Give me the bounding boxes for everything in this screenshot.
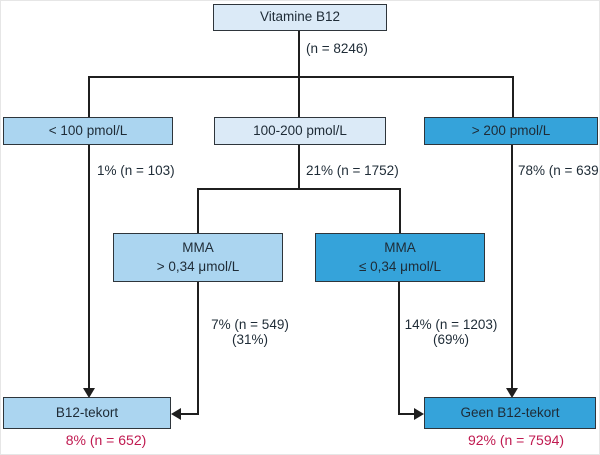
node-mma-high: MMA > 0,34 μmol/L: [113, 233, 283, 282]
arrowhead-into-no-deficiency-top-icon: [506, 388, 518, 398]
connector-drop-mid: [298, 76, 300, 118]
node-gt200-label: > 200 pmol/L: [471, 122, 551, 138]
node-b12-tekort-label: B12-tekort: [55, 404, 119, 420]
node-100-200-label: 100-200 pmol/L: [253, 122, 347, 138]
arrowhead-into-no-deficiency-left-icon: [414, 408, 424, 420]
node-vitamine-b12: Vitamine B12: [213, 4, 387, 31]
label-mma-low-stat-line1: 14% (n = 1203): [404, 317, 498, 332]
connector-mma-low-down: [398, 281, 400, 415]
node-geen-b12-tekort-label: Geen B12-tekort: [460, 404, 560, 420]
label-lt100-stat: 1% (n = 103): [97, 163, 175, 178]
connector-mma-high-elbow: [180, 413, 199, 415]
label-mma-high-stat: 7% (n = 549) (31%): [190, 317, 310, 347]
connector-gt200-to-no-deficiency: [511, 144, 513, 389]
connector-drop-lt100: [88, 76, 90, 118]
node-geen-b12-tekort: Geen B12-tekort: [424, 397, 596, 429]
node-lt100-label: < 100 pmol/L: [48, 122, 128, 138]
connector-mma-low-elbow: [399, 413, 415, 415]
connector-mid-down: [298, 144, 300, 190]
connector-mma-split-horizontal: [197, 188, 401, 190]
connector-mma-high-down: [197, 281, 199, 415]
label-root-count: (n = 8246): [306, 41, 368, 56]
arrowhead-into-deficiency-top-icon: [83, 388, 95, 398]
connector-root-down: [298, 30, 300, 77]
node-mma-high-threshold: > 0,34 μmol/L: [156, 258, 240, 274]
node-vitamine-b12-label: Vitamine B12: [259, 9, 341, 25]
connector-drop-mma-low: [399, 188, 401, 233]
label-mma-low-stat: 14% (n = 1203) (69%): [391, 317, 511, 347]
connector-drop-mma-high: [197, 188, 199, 233]
node-mma-high-title: MMA: [182, 240, 214, 256]
node-mma-low-title: MMA: [384, 240, 416, 256]
label-mid-stat: 21% (n = 1752): [306, 163, 399, 178]
node-mma-low-threshold: ≤ 0,34 μmol/L: [359, 258, 441, 274]
node-mma-low: MMA ≤ 0,34 μmol/L: [315, 233, 485, 282]
arrowhead-into-deficiency-right-icon: [171, 408, 181, 420]
connector-top-horizontal: [88, 76, 514, 78]
label-mma-high-stat-line2: (31%): [231, 332, 268, 347]
node-gt200: > 200 pmol/L: [424, 117, 598, 145]
node-100-200: 100-200 pmol/L: [214, 117, 386, 145]
connector-drop-gt200: [512, 76, 514, 118]
connector-lt100-to-deficiency: [88, 144, 90, 389]
label-mma-high-stat-line1: 7% (n = 549): [211, 317, 289, 332]
label-deficiency-stat: 8% (n = 652): [65, 432, 147, 448]
node-lt100: < 100 pmol/L: [3, 117, 173, 145]
label-gt200-stat: 78% (n = 6391): [518, 163, 599, 178]
label-mma-low-stat-line2: (69%): [432, 332, 469, 347]
node-b12-tekort: B12-tekort: [3, 397, 171, 429]
label-no-deficiency-stat: 92% (n = 7594): [467, 432, 565, 448]
